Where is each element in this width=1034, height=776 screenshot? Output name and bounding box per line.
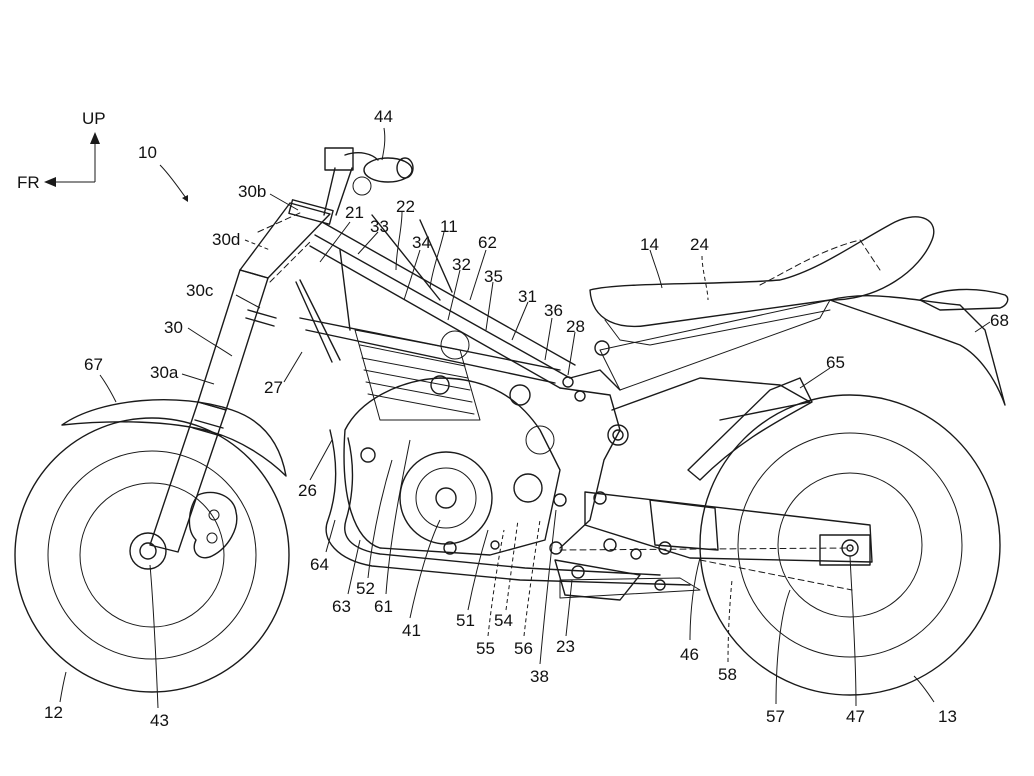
- label-44: 44: [374, 107, 393, 126]
- label-68: 68: [990, 311, 1009, 330]
- front-arrow-icon: [44, 177, 56, 187]
- label-65: 65: [826, 353, 845, 372]
- label-30d: 30d: [212, 230, 240, 249]
- label-30b: 30b: [238, 182, 266, 201]
- frame: [295, 214, 691, 586]
- label-10: 10: [138, 143, 157, 162]
- front-wheel: [14, 417, 290, 693]
- rear-fender: [687, 377, 813, 481]
- label-12: 12: [44, 703, 63, 722]
- front-label: FR: [17, 173, 40, 192]
- label-32: 32: [452, 255, 471, 274]
- label-23: 23: [556, 637, 575, 656]
- label-14: 14: [640, 235, 659, 254]
- leader-lines: [59, 127, 991, 709]
- label-28: 28: [566, 317, 585, 336]
- swing-arm: [559, 491, 873, 591]
- label-13: 13: [938, 707, 957, 726]
- front-fender: [61, 399, 287, 477]
- label-57: 57: [766, 707, 785, 726]
- orientation-indicator: UP FR: [17, 109, 106, 192]
- label-52: 52: [356, 579, 375, 598]
- label-54: 54: [494, 611, 513, 630]
- engine: [343, 329, 567, 556]
- up-label: UP: [82, 109, 106, 128]
- label-34: 34: [412, 233, 431, 252]
- linkage: [554, 340, 672, 601]
- up-arrow-icon: [90, 132, 100, 144]
- label-24: 24: [690, 235, 709, 254]
- label-58: 58: [718, 665, 737, 684]
- brake-caliper: [188, 491, 238, 559]
- label-22: 22: [396, 197, 415, 216]
- label-56: 56: [514, 639, 533, 658]
- motorcycle-line-art: [14, 147, 1009, 696]
- label-11: 11: [440, 217, 458, 236]
- label-51: 51: [456, 611, 475, 630]
- label-63: 63: [332, 597, 351, 616]
- label-62: 62: [478, 233, 497, 252]
- label-26: 26: [298, 481, 317, 500]
- seat: [589, 216, 935, 328]
- tail-cowl: [829, 295, 1006, 406]
- label-27: 27: [264, 378, 283, 397]
- reference-labels: 10 44 30b 30d 30c 30 30a 67 21 33 22 11 …: [44, 107, 1009, 730]
- label-30c: 30c: [186, 281, 214, 300]
- label-38: 38: [530, 667, 549, 686]
- label-46: 46: [680, 645, 699, 664]
- label-21: 21: [345, 203, 364, 222]
- label-67: 67: [84, 355, 103, 374]
- label-41: 41: [402, 621, 421, 640]
- handlebar: [323, 147, 414, 216]
- label-30: 30: [164, 318, 183, 337]
- front-fork: [149, 199, 334, 553]
- label-31: 31: [518, 287, 537, 306]
- label-47: 47: [846, 707, 865, 726]
- label-36: 36: [544, 301, 563, 320]
- label-35: 35: [484, 267, 503, 286]
- label-33: 33: [370, 217, 389, 236]
- label-61: 61: [374, 597, 393, 616]
- rear-wheel: [699, 394, 1001, 696]
- label-43: 43: [150, 711, 169, 730]
- label-64: 64: [310, 555, 329, 574]
- label-55: 55: [476, 639, 495, 658]
- label-30a: 30a: [150, 363, 179, 382]
